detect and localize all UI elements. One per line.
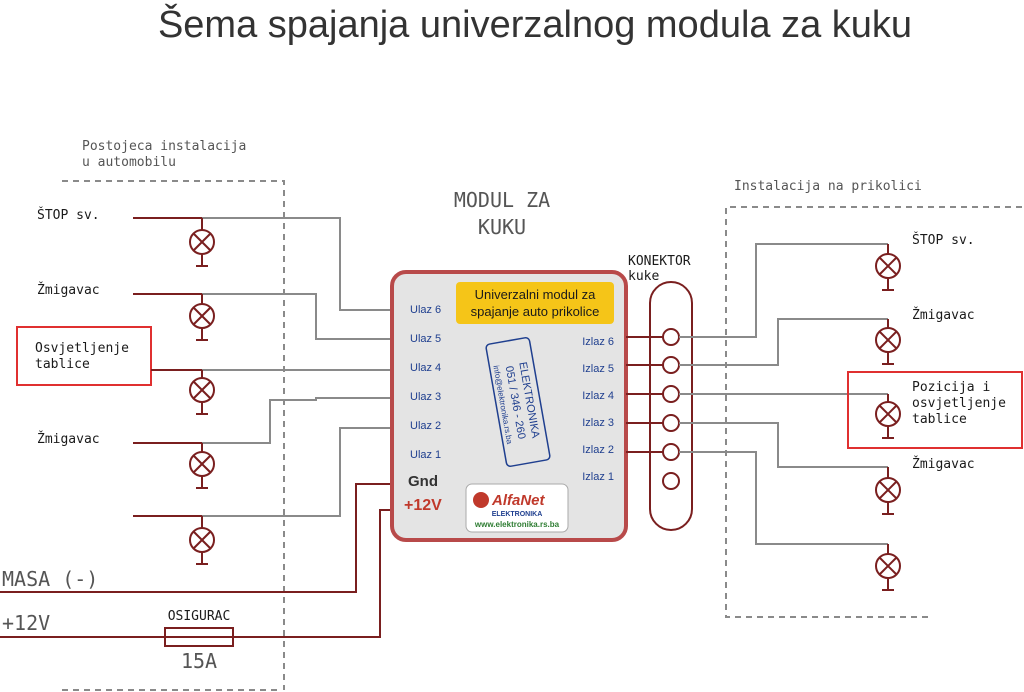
- plus12-wire-b: [233, 509, 392, 638]
- module-yellow-line1: Univerzalni modul za: [475, 287, 596, 302]
- output-4-label: Izlaz 4: [582, 390, 614, 402]
- output-1-label: Izlaz 1: [582, 471, 614, 483]
- lamp-icon: [189, 218, 215, 267]
- lamp-icon: [875, 467, 901, 515]
- plus12-label: +12V: [2, 611, 50, 635]
- masa-wire: [0, 483, 392, 593]
- lamp-icon: [189, 516, 215, 565]
- connector-label-line1: KONEKTOR: [628, 254, 691, 269]
- logo-sub: ELEKTRONIKA: [492, 511, 543, 518]
- trailer-wire-extra: [679, 451, 888, 545]
- page-title: Šema spajanja univerzalnog modula za kuk…: [158, 2, 912, 46]
- lamp-icon: [875, 244, 901, 291]
- module-yellow-label: [456, 282, 614, 324]
- module-heading-line2: KUKU: [478, 215, 526, 239]
- trailer-label-stop: ŠTOP sv.: [912, 232, 975, 248]
- logo-url: www.elektronika.rs.ba: [474, 520, 560, 529]
- trailer-wire-stop: [679, 243, 888, 338]
- fuse-value: 15A: [181, 649, 217, 673]
- trailer-wire-turn-1: [679, 318, 888, 366]
- input-1-label: Ulaz 1: [410, 449, 441, 461]
- lamp-icon: [189, 370, 215, 415]
- connector-pin-icon: [662, 443, 680, 461]
- input-4-label: Ulaz 4: [410, 362, 441, 374]
- alfanet-logo: AlfaNet ELEKTRONIKA www.elektronika.rs.b…: [465, 483, 569, 533]
- connector-label-line2: kuke: [628, 269, 659, 284]
- car-caption-line1: Postojeca instalacija: [82, 139, 246, 154]
- masa-label: MASA (-): [2, 567, 98, 591]
- wire-to-input-2: [202, 427, 392, 517]
- fuse-label: OSIGURAC: [168, 609, 231, 624]
- lamp-icon: [875, 319, 901, 365]
- connector-pin-icon: [662, 414, 680, 432]
- car-label-turn-2: Žmigavac: [37, 431, 100, 447]
- car-installation-frame: [62, 180, 285, 690]
- input-3-label: Ulaz 3: [410, 391, 441, 403]
- input-6-label: Ulaz 6: [410, 304, 441, 316]
- wire-to-input-5: [202, 293, 392, 340]
- output-3-label: Izlaz 3: [582, 417, 614, 429]
- trailer-caption: Instalacija na prikolici: [734, 179, 922, 194]
- wire-to-input-3: [202, 397, 392, 444]
- input-5-label: Ulaz 5: [410, 333, 441, 345]
- connector-pin-icon: [662, 472, 680, 490]
- module-heading-line1: MODUL ZA: [454, 188, 550, 212]
- hitch-connector: [649, 281, 693, 531]
- trailer-plate-highlight-box: [847, 371, 1023, 449]
- car-label-stop: ŠTOP sv.: [37, 207, 100, 223]
- trailer-label-plate-line2: osvjetljenje: [912, 396, 1006, 411]
- contact-stamp: ELEKTRONIKA 051 / 346 - 260 info@elektro…: [485, 337, 551, 467]
- lamp-icon: [875, 394, 901, 439]
- trailer-label-plate-line3: tablice: [912, 412, 967, 427]
- trailer-label-plate-line1: Pozicija i: [912, 380, 990, 395]
- lamp-icon: [189, 294, 215, 341]
- car-label-turn-1: Žmigavac: [37, 282, 100, 298]
- trailer-label-turn-2: Žmigavac: [912, 456, 975, 472]
- output-6-label: Izlaz 6: [582, 336, 614, 348]
- trailer-label-turn-1: Žmigavac: [912, 307, 975, 323]
- module-plus12-label: +12V: [404, 497, 442, 514]
- connector-pin-icon: [662, 328, 680, 346]
- lamp-icon: [189, 443, 215, 489]
- car-plate-highlight-box: [16, 326, 152, 386]
- car-caption-line2: u automobilu: [82, 155, 176, 170]
- lamp-icon: [875, 544, 901, 591]
- module-yellow-line2: spajanje auto prikolice: [471, 304, 600, 319]
- module-box: [390, 270, 628, 542]
- connector-pin-icon: [662, 385, 680, 403]
- output-5-label: Izlaz 5: [582, 363, 614, 375]
- logo-name: AlfaNet: [491, 492, 546, 509]
- trailer-wire-turn-2: [679, 422, 888, 468]
- car-label-plate-line2: tablice: [35, 357, 90, 372]
- trailer-installation-frame: [725, 206, 1022, 618]
- input-2-label: Ulaz 2: [410, 420, 441, 432]
- gnd-label: Gnd: [408, 473, 438, 490]
- wire-to-input-6: [202, 217, 392, 311]
- car-label-plate-line1: Osvjetljenje: [35, 341, 129, 356]
- connector-pin-icon: [662, 356, 680, 374]
- output-2-label: Izlaz 2: [582, 444, 614, 456]
